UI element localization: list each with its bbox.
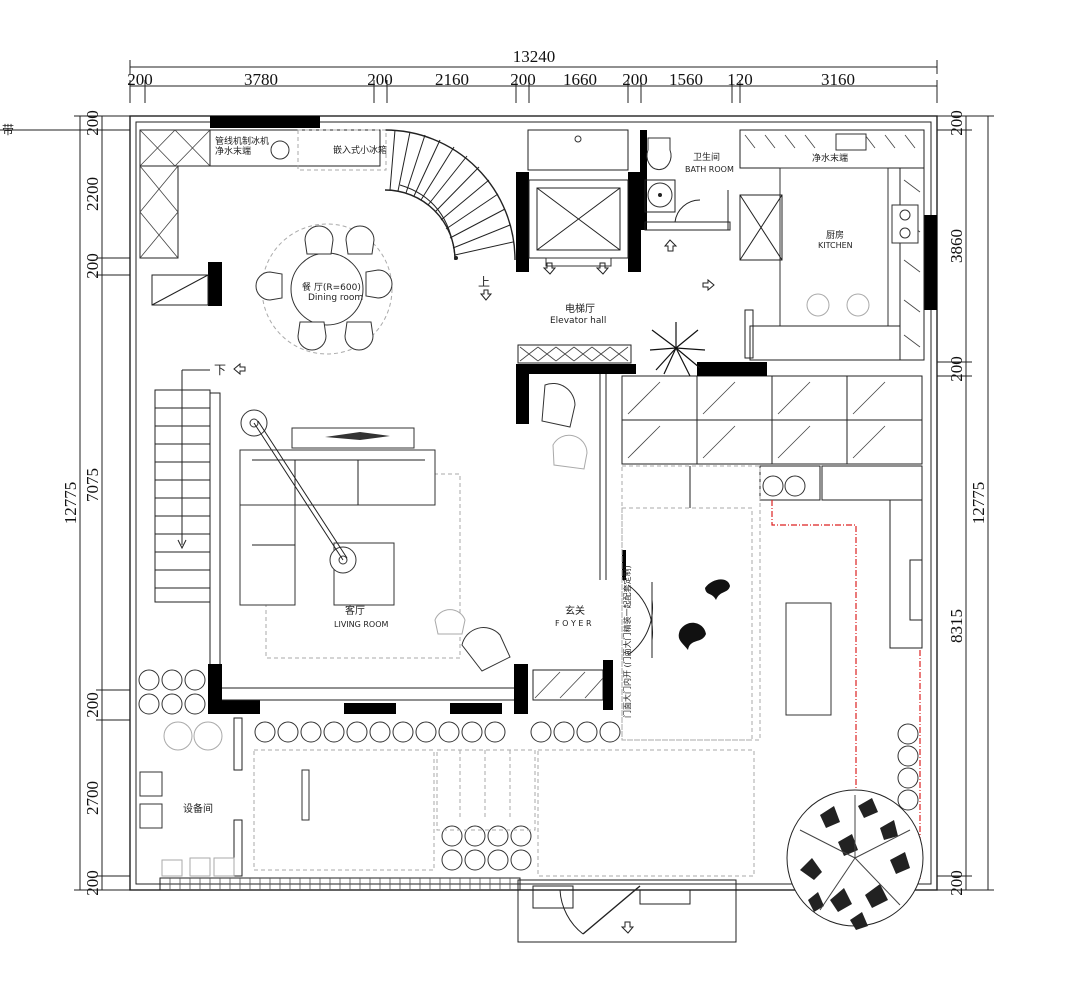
- dim-total-width: 13240: [513, 47, 556, 66]
- dim-top-9: 3160: [821, 70, 855, 89]
- edge-label: 带: [2, 123, 14, 137]
- bathroom-label-cn: 卫生间: [693, 151, 720, 163]
- kitchen-label-cn: 厨房: [826, 229, 844, 241]
- dim-right-3: 8315: [947, 609, 966, 643]
- kitchen: 净水末端 厨房 KITCHEN: [739, 129, 925, 361]
- dim-left-5: 200: [83, 870, 102, 896]
- living-room: 客厅 LIVING ROOM: [239, 382, 588, 672]
- entry-porch: [517, 879, 737, 943]
- elevator-core: 电梯厅 Elevator hall: [516, 129, 715, 326]
- elevator-hall-label-en: Elevator hall: [550, 316, 606, 326]
- dimension-lines: 13240 200 3780 200 2160 200 1660 200 156…: [61, 47, 994, 896]
- dim-right-4: 200: [947, 870, 966, 896]
- dim-top-7: 1560: [669, 70, 703, 89]
- stair-down-label: 下: [214, 363, 226, 377]
- dim-left-3: 200: [83, 692, 102, 718]
- dim-left-1: 2200: [83, 177, 102, 211]
- dining-room-label-cn: 餐 厅(R=600): [302, 281, 361, 293]
- dim-top-3: 2160: [435, 70, 469, 89]
- dim-top-8: 120: [727, 70, 753, 89]
- dim-left-4: 2700: [83, 781, 102, 815]
- kitchen-label-en: KITCHEN: [818, 241, 853, 250]
- dim-left-0: 200: [83, 110, 102, 136]
- dining-area: 餐 厅(R=600) Dining room: [255, 129, 393, 355]
- embedded-fridge-label: 嵌入式小冰箱: [333, 144, 387, 156]
- foyer-label-en: F O Y E R: [555, 619, 592, 628]
- dim-left-total: 12775: [61, 482, 80, 525]
- dim-top-0: 200: [127, 70, 153, 89]
- tree: [786, 789, 924, 930]
- dim-left-2: 200: [83, 253, 102, 279]
- dim-right-2: 200: [947, 356, 966, 382]
- dining-room-label-en: Dining room: [308, 293, 363, 303]
- living-room-label-cn: 客厅: [345, 604, 365, 617]
- water-end-label-2: 净水末端: [812, 152, 848, 164]
- dim-top-5: 1660: [563, 70, 597, 89]
- living-room-label-en: LIVING ROOM: [334, 620, 389, 629]
- dim-right-1: 3860: [947, 229, 966, 263]
- dim-right-total: 12775: [969, 482, 988, 525]
- elevator-hall-label-cn: 电梯厅: [565, 302, 595, 315]
- water-end-label-1: 净水末端: [215, 145, 251, 157]
- dim-top-1: 3780: [244, 70, 278, 89]
- bathroom: 卫生间 BATH ROOM: [640, 130, 734, 231]
- dim-top-6: 200: [622, 70, 648, 89]
- spiral-staircase: 上: [384, 129, 516, 301]
- upper-left-cabinets: 管线机制冰机 净水末端 嵌入式小冰箱: [139, 129, 387, 259]
- foyer-label-cn: 玄关: [565, 604, 585, 617]
- bathroom-label-en: BATH ROOM: [685, 165, 734, 174]
- ice-maker-label: 管线机制冰机: [215, 135, 269, 147]
- dim-top-4: 200: [510, 70, 536, 89]
- door-note: 门面大门内开 (门面大门精装一起配套定制): [622, 565, 632, 718]
- foyer-area: 玄关 F O Y E R 门面大门内开 (门面大门精装一起配套定制): [516, 322, 923, 880]
- stair-up-label: 上: [478, 275, 490, 289]
- bottom-wall-planters: [138, 660, 919, 871]
- dim-left-sub: 7075: [83, 468, 102, 502]
- left-stair: 下: [151, 262, 246, 674]
- dim-right-0: 200: [947, 110, 966, 136]
- equipment-room-label: 设备间: [183, 802, 213, 815]
- dim-top-2: 200: [367, 70, 393, 89]
- courtyard: 设备间: [139, 717, 755, 877]
